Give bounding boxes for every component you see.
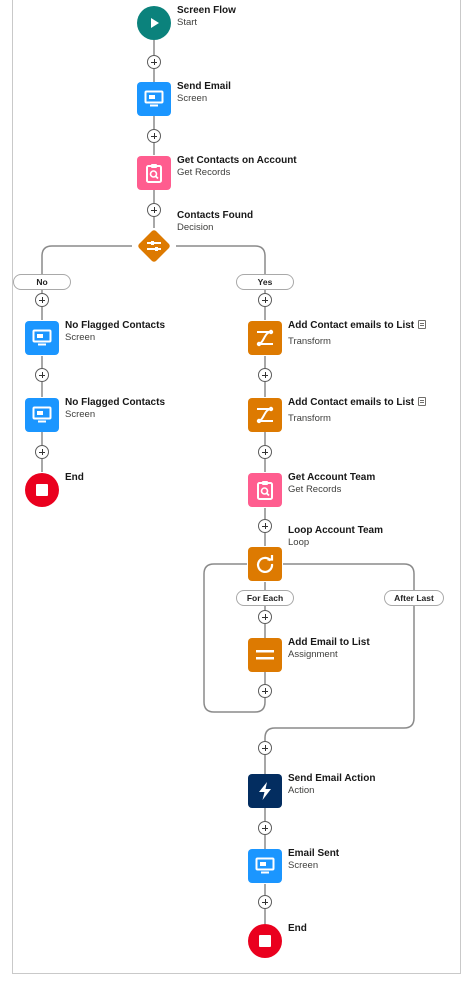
add-element-button[interactable] xyxy=(258,610,272,624)
clipboard-search-icon xyxy=(248,473,282,507)
node-type: Start xyxy=(177,17,198,28)
branch-label-yes[interactable]: Yes xyxy=(236,274,294,290)
loop-label-for-each[interactable]: For Each xyxy=(236,590,294,606)
node-title: Send Email xyxy=(177,81,231,92)
node-title: Get Contacts on Account xyxy=(177,155,297,166)
node-type: Get Records xyxy=(288,484,342,495)
node-title: Get Account Team xyxy=(288,472,376,483)
description-icon[interactable] xyxy=(418,397,427,406)
add-element-button[interactable] xyxy=(258,293,272,307)
add-element-button[interactable] xyxy=(147,55,161,69)
node-type: Screen xyxy=(65,409,96,420)
node-type: Loop xyxy=(288,537,310,548)
node-title: No Flagged Contacts xyxy=(65,320,166,331)
stop-icon xyxy=(25,473,59,507)
node-title: Add Email to List xyxy=(288,637,370,648)
transform-icon xyxy=(248,398,282,432)
screen-icon xyxy=(137,82,171,116)
stop-icon xyxy=(248,924,282,958)
lightning-icon xyxy=(248,774,282,808)
node-title: Screen Flow xyxy=(177,5,236,16)
play-icon xyxy=(137,6,171,40)
node-title: Loop Account Team xyxy=(288,525,383,536)
node-type: Screen xyxy=(177,93,208,104)
node-title: Add Contact emails to List xyxy=(288,397,427,409)
screen-icon xyxy=(25,398,59,432)
add-element-button[interactable] xyxy=(258,895,272,909)
add-element-button[interactable] xyxy=(35,368,49,382)
node-type: Screen xyxy=(288,860,319,871)
node-type: Decision xyxy=(177,222,214,233)
node-title: Contacts Found xyxy=(177,210,254,221)
node-title-text: Add Contact emails to List xyxy=(288,397,415,408)
node-title-text: Add Contact emails to List xyxy=(288,320,415,331)
transform-icon xyxy=(248,321,282,355)
add-element-button[interactable] xyxy=(258,445,272,459)
add-element-button[interactable] xyxy=(147,129,161,143)
clipboard-search-icon xyxy=(137,156,171,190)
node-title: Add Contact emails to List xyxy=(288,320,427,332)
node-type: Screen xyxy=(65,332,96,343)
node-title: End xyxy=(65,472,84,483)
node-type: Transform xyxy=(288,413,331,424)
node-title: Send Email Action xyxy=(288,773,376,784)
node-title: Email Sent xyxy=(288,848,340,859)
node-type: Action xyxy=(288,785,315,796)
node-type: Transform xyxy=(288,336,331,347)
add-element-button[interactable] xyxy=(258,821,272,835)
loop-icon xyxy=(248,547,282,581)
add-element-button[interactable] xyxy=(258,741,272,755)
screen-icon xyxy=(25,321,59,355)
add-element-button[interactable] xyxy=(258,368,272,382)
node-type: Get Records xyxy=(177,167,231,178)
node-title: End xyxy=(288,923,307,934)
description-icon[interactable] xyxy=(418,320,427,329)
loop-label-after-last[interactable]: After Last xyxy=(384,590,444,606)
add-element-button[interactable] xyxy=(258,684,272,698)
node-type: Assignment xyxy=(288,649,338,660)
branch-label-no[interactable]: No xyxy=(13,274,71,290)
add-element-button[interactable] xyxy=(258,519,272,533)
add-element-button[interactable] xyxy=(147,203,161,217)
add-element-button[interactable] xyxy=(35,293,49,307)
equals-icon xyxy=(248,638,282,672)
screen-icon xyxy=(248,849,282,883)
canvas-frame xyxy=(12,0,461,974)
node-title: No Flagged Contacts xyxy=(65,397,166,408)
decision-icon xyxy=(137,229,171,263)
add-element-button[interactable] xyxy=(35,445,49,459)
